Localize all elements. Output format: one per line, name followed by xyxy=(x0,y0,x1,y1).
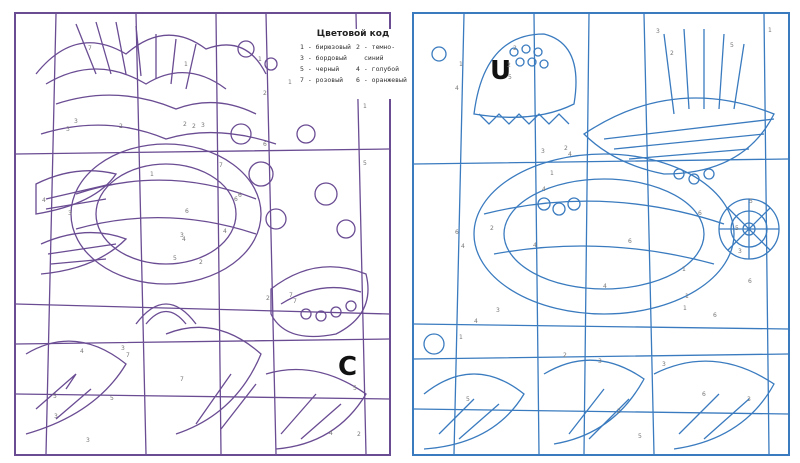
region-number: 4 xyxy=(455,85,459,92)
region-number: 1 xyxy=(288,79,292,86)
region-number: 2 xyxy=(513,45,517,52)
region-number: 4 xyxy=(568,151,572,158)
region-number: 2 xyxy=(507,62,511,69)
region-number: 3 xyxy=(68,210,72,217)
region-number: 4 xyxy=(223,228,227,235)
left-line-art xyxy=(16,14,389,454)
region-number: 4 xyxy=(533,242,537,249)
region-number: 5 xyxy=(110,395,114,402)
region-number: 6 xyxy=(628,238,632,245)
region-number: 3 xyxy=(180,232,184,239)
region-number: 4 xyxy=(603,283,607,290)
region-number: 7 xyxy=(126,352,130,359)
region-number: 1 xyxy=(184,61,188,68)
region-number: 3 xyxy=(74,118,78,125)
region-number: 2 xyxy=(670,50,674,57)
region-number: 3 xyxy=(541,148,545,155)
region-number: 3 xyxy=(201,122,205,129)
legend-entry: синий xyxy=(364,54,384,62)
region-number: 1 xyxy=(150,171,154,178)
region-number: 1 xyxy=(682,266,686,273)
region-number: 6 xyxy=(238,192,242,199)
region-number: 5 xyxy=(508,74,512,81)
region-number: 3 xyxy=(496,307,500,314)
right-line-art xyxy=(414,14,788,454)
region-number: 2 xyxy=(119,123,123,130)
region-number: 5 xyxy=(730,42,734,49)
region-number: 5 xyxy=(353,385,357,392)
region-number: 7 xyxy=(219,162,223,169)
region-number: 5 xyxy=(173,255,177,262)
region-number: 1 xyxy=(258,56,262,63)
legend-entry: 2 - темно- xyxy=(356,43,396,51)
region-number: 4 xyxy=(461,243,465,250)
region-number: 6 xyxy=(455,229,459,236)
hidden-letter-u: U xyxy=(490,56,512,86)
region-number: 1 xyxy=(550,170,554,177)
legend-entry: 6 - оранжевый xyxy=(356,76,407,84)
region-number: 3 xyxy=(54,413,58,420)
legend-entry: 7 - розовый xyxy=(300,76,344,84)
region-number: 6 xyxy=(713,312,717,319)
region-number: 1 xyxy=(459,334,463,341)
region-number: 5 xyxy=(53,393,57,400)
region-number: 3 xyxy=(598,358,602,365)
region-number: 2 xyxy=(199,259,203,266)
region-number: 6 xyxy=(748,278,752,285)
region-number: 7 xyxy=(289,292,293,299)
region-number: 1 xyxy=(683,305,687,312)
region-number: 7 xyxy=(180,376,184,383)
region-number: 7 xyxy=(88,45,92,52)
region-number: 3 xyxy=(738,248,742,255)
region-number: 6 xyxy=(263,141,267,148)
legend-entry: 3 - бордовый xyxy=(300,54,347,62)
region-number: 7 xyxy=(293,298,297,305)
legend-entry: 4 - голубой xyxy=(356,65,400,73)
region-number: 1 xyxy=(363,103,367,110)
region-number: 1 xyxy=(685,293,689,300)
region-number: 6 xyxy=(702,391,706,398)
region-number: 6 xyxy=(234,196,238,203)
region-number: 4 xyxy=(329,430,333,437)
region-number: 2 xyxy=(263,90,267,97)
region-number: 2 xyxy=(183,121,187,128)
region-number: 2 xyxy=(490,225,494,232)
region-number: 4 xyxy=(80,348,84,355)
region-number: 5 xyxy=(735,225,739,232)
region-number: 5 xyxy=(363,160,367,167)
region-number: 1 xyxy=(459,61,463,68)
region-number: 3 xyxy=(86,437,90,444)
legend-title: Цветовой код xyxy=(316,29,390,39)
region-number: 6 xyxy=(185,208,189,215)
region-number: 5 xyxy=(749,198,753,205)
color-code-legend: Цветовой код 1 - бирюзовый 2 - темно- 3 … xyxy=(298,29,408,99)
region-number: 6 xyxy=(698,210,702,217)
region-number: 3 xyxy=(66,126,70,133)
region-number: 3 xyxy=(656,28,660,35)
left-coloring-page: Цветовой код 1 - бирюзовый 2 - темно- 3 … xyxy=(14,12,408,456)
region-number: 2 xyxy=(266,295,270,302)
region-number: 2 xyxy=(192,123,196,130)
region-number: 4 xyxy=(542,186,546,193)
region-number: 2 xyxy=(563,352,567,359)
region-number: 3 xyxy=(747,396,751,403)
region-number: 5 xyxy=(466,396,470,403)
region-number: 3 xyxy=(662,361,666,368)
region-number: 4 xyxy=(182,236,186,243)
region-number: 3 xyxy=(121,345,125,352)
region-number: 2 xyxy=(564,145,568,152)
region-number: 5 xyxy=(638,433,642,440)
legend-entry: 5 - черный xyxy=(300,65,340,73)
legend-entry: 1 - бирюзовый xyxy=(300,43,351,51)
region-number: 2 xyxy=(357,431,361,438)
region-number: 1 xyxy=(768,27,772,34)
region-number: 2 xyxy=(617,408,621,415)
region-number: 4 xyxy=(474,318,478,325)
hidden-letter-c: C xyxy=(338,352,358,382)
region-number: 4 xyxy=(42,197,46,204)
